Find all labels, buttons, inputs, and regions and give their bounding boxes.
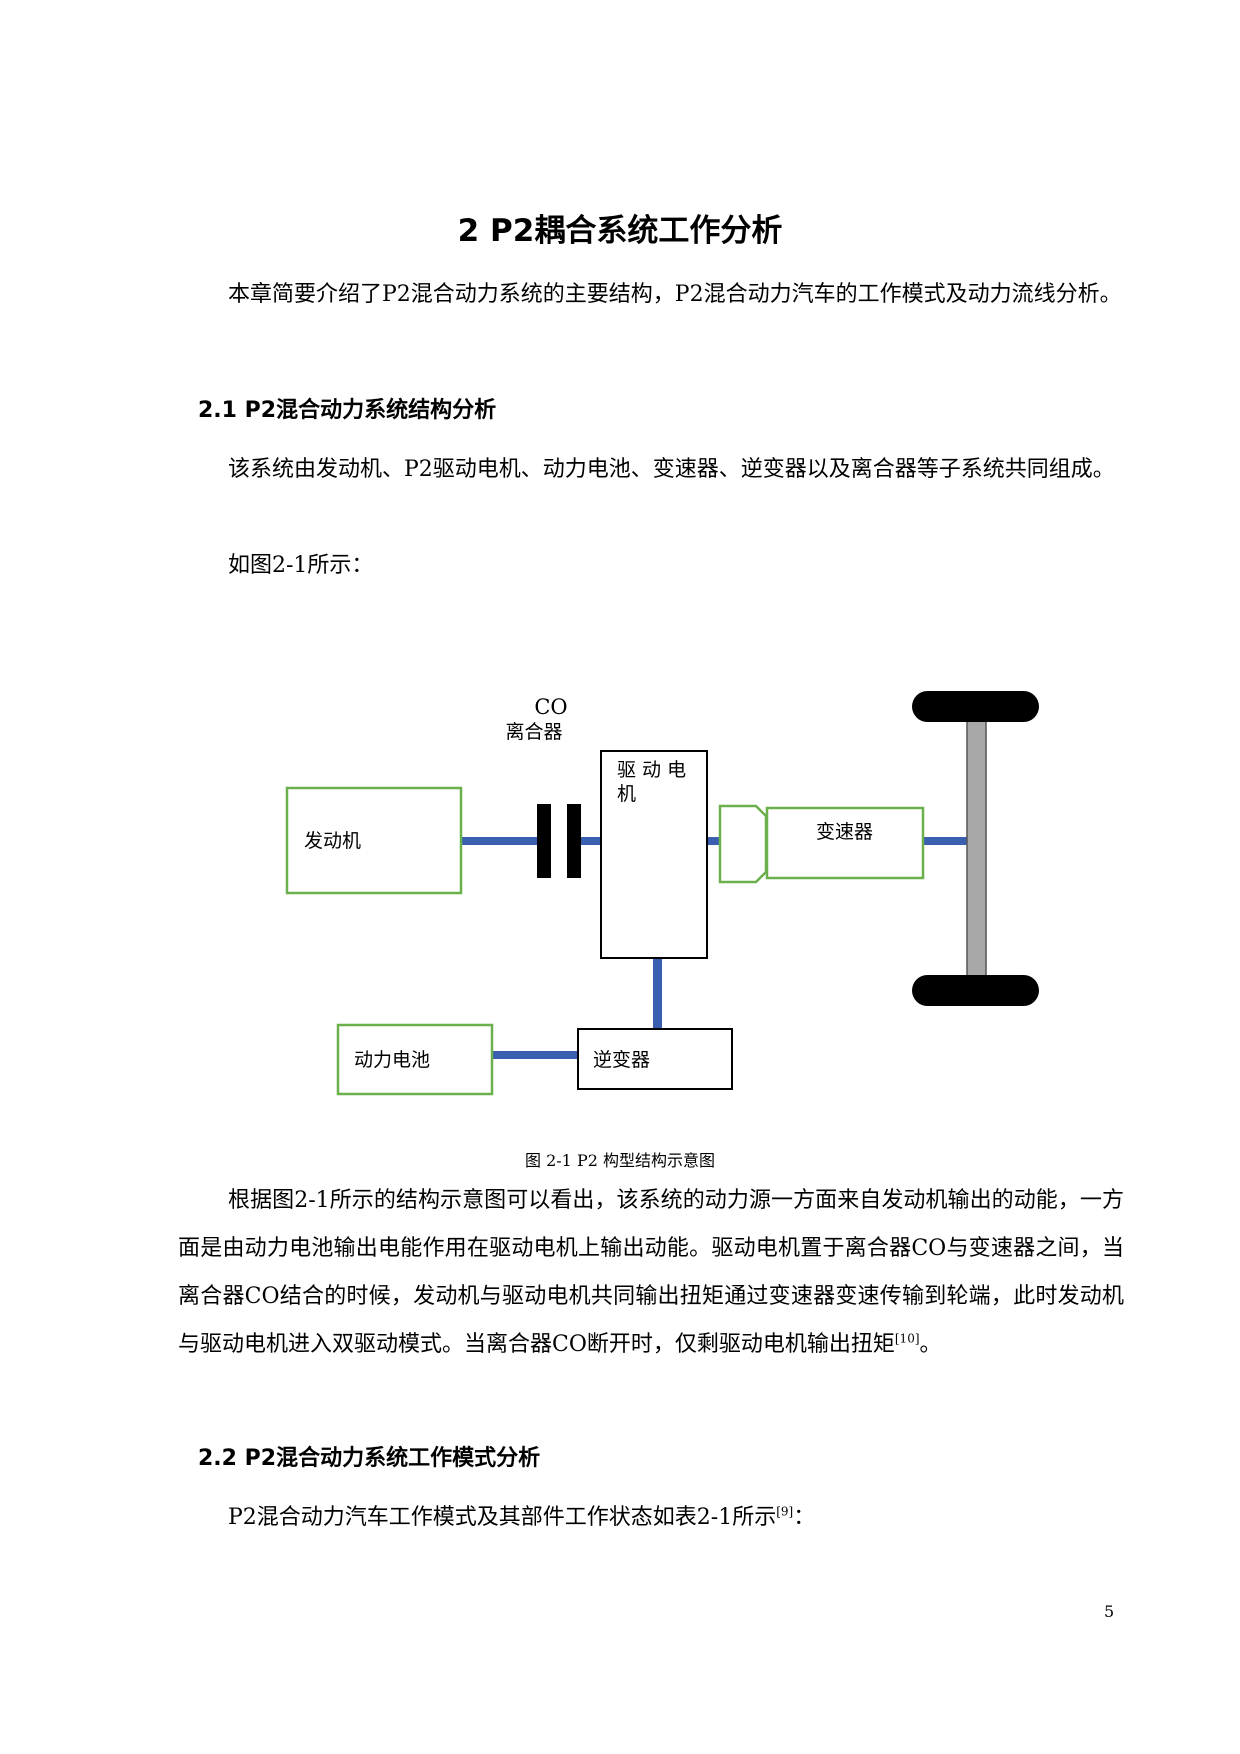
gearbox-box [765,806,925,880]
page-number: 5 [1104,1602,1115,1621]
figure-caption: 图 2-1 P2 构型结构示意图 [525,1151,715,1170]
clutch-plate-right [567,804,581,878]
section-2-1-title: 2.1 P2混合动力系统结构分析 [198,398,497,423]
battery-label: 动力电池 [354,1049,430,1071]
analysis-paragraph: 根据图2-1所示的结构示意图可以看出，该系统的动力源一方面来自发动机输出的动能，… [178,1177,1124,1369]
section-2-2-title: 2.2 P2混合动力系统工作模式分析 [198,1446,541,1471]
battery-inverter-shaft [492,1051,578,1059]
section-2-2-end: ： [793,1505,816,1530]
clutch-code: CO [534,695,567,719]
citation-10: [10] [894,1331,920,1346]
wheel-top [912,691,1039,722]
battery-box [336,1023,494,1096]
engine-box [285,786,463,895]
section-2-2-text: P2混合动力汽车工作模式及其部件工作状态如表2-1所示 [228,1505,777,1530]
gearbox-axle-shaft [923,837,968,845]
citation-9: [9] [776,1504,794,1519]
clutch-motor-shaft [580,837,600,845]
clutch-plate-left [537,804,551,878]
motor-box [600,750,708,959]
axle [966,719,987,977]
analysis-end: 。 [919,1332,942,1357]
engine-label: 发动机 [304,830,361,852]
section-2-2-paragraph: P2混合动力汽车工作模式及其部件工作状态如表2-1所示[9]： [178,1494,1124,1542]
section-2-1-paragraph: 该系统由发动机、P2驱动电机、动力电池、变速器、逆变器以及离合器等子系统共同组成… [228,457,1115,482]
motor-coupler-shaft [707,837,719,845]
intro-paragraph: 本章简要介绍了P2混合动力系统的主要结构，P2混合动力汽车的工作模式及动力流线分… [228,282,1122,307]
inverter-label: 逆变器 [593,1049,650,1071]
figure-reference-paragraph: 如图2-1所示： [228,553,374,578]
p2-structure-diagram: 发动机 CO 离合器 驱 动 电 机 变速器 动力电池 逆变器 [285,691,1039,1096]
clutch-label: 离合器 [505,721,562,743]
motor-inverter-shaft [653,958,662,1029]
engine-clutch-shaft [462,837,538,845]
analysis-text: 根据图2-1所示的结构示意图可以看出，该系统的动力源一方面来自发动机输出的动能，… [178,1188,1124,1357]
gearbox-label: 变速器 [816,821,873,843]
wheel-bottom [912,975,1039,1006]
inverter-box [577,1028,733,1090]
gearbox-coupler [718,804,768,884]
chapter-title: 2 P2耦合系统工作分析 [457,213,783,249]
motor-label-line2: 机 [617,783,636,805]
motor-label-line1: 驱 动 电 [617,759,686,781]
